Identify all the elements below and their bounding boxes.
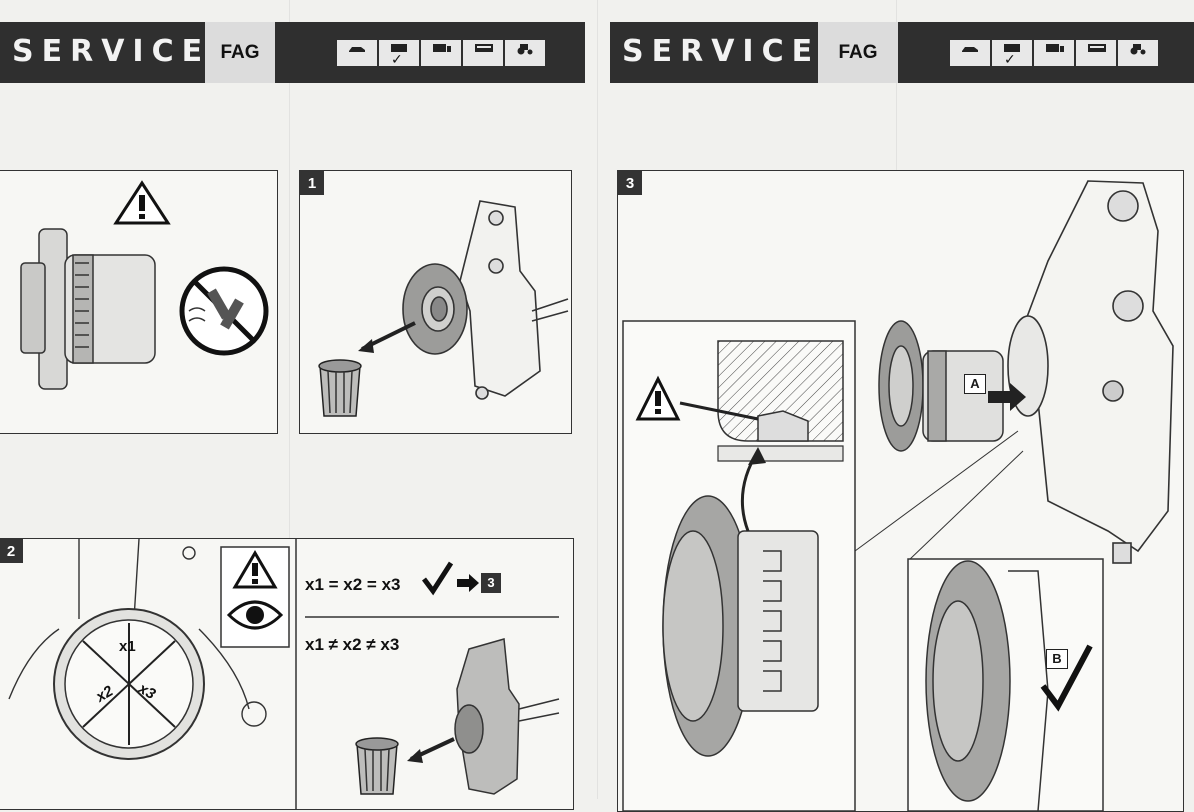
arrow-right-icon (457, 574, 479, 592)
steering-knuckle (1007, 180, 1174, 564)
selected-check-icon: ✓ (1004, 52, 1016, 68)
bus-icon (1076, 40, 1116, 66)
step-1-panel: 1 (299, 170, 572, 434)
measure-label-x2: x2 (92, 682, 116, 706)
step-number-badge: 3 (618, 171, 642, 195)
van-icon: ✓ (992, 40, 1032, 68)
knuckle-replace-illustration (454, 638, 560, 795)
car-icon (950, 40, 990, 66)
measure-label-x1: x1 (119, 638, 136, 655)
goto-step-badge: 3 (481, 573, 501, 593)
no-hammer-icon (179, 266, 269, 356)
measure-arrows (82, 623, 176, 745)
warning-illustration (20, 180, 269, 390)
warning-icon (232, 550, 278, 589)
car-icon (337, 40, 377, 66)
remove-old-bearing-illustration (318, 200, 569, 417)
step-2-panel: 2 x1 x2 x3 (0, 538, 574, 810)
truck-icon (1034, 40, 1074, 66)
trash-bin-icon (355, 737, 399, 795)
vehicle-type-selector: ✓ (337, 40, 545, 68)
checkmark-icon (422, 561, 454, 596)
knuckle-outline (8, 539, 267, 727)
truck-icon (421, 40, 461, 66)
step-number-badge: 1 (300, 171, 324, 195)
label-b: B (1046, 649, 1068, 669)
warning-panel (0, 170, 278, 434)
hub-close-up (662, 495, 819, 757)
warning-icon (113, 180, 171, 225)
equal-condition-text: x1 = x2 = x3 (305, 575, 401, 594)
selected-check-icon: ✓ (391, 52, 403, 68)
warning-icon (635, 375, 681, 421)
step-number-badge: 2 (0, 539, 23, 563)
tractor-icon (1118, 40, 1158, 66)
bus-icon (463, 40, 503, 66)
label-a: A (964, 374, 986, 394)
tractor-icon (505, 40, 545, 66)
step-3-panel: 3 (617, 170, 1184, 812)
brand-logo: FAG (205, 22, 275, 83)
arrow-right-icon (988, 383, 1026, 411)
banner-title: SERVICE (12, 34, 211, 69)
eye-inspect-icon (226, 600, 284, 630)
trash-bin-icon (318, 359, 362, 417)
not-equal-condition-text: x1 ≠ x2 ≠ x3 (305, 635, 400, 654)
installed-bearing-view (925, 560, 1049, 811)
wheel-hub-bearing (878, 320, 1004, 452)
install-bearing-illustration (622, 180, 1174, 811)
brand-logo: FAG (818, 22, 898, 83)
measure-label-x3: x3 (134, 679, 158, 703)
bore-measurement-illustration: x1 x2 x3 (8, 539, 560, 809)
vehicle-type-selector: ✓ (950, 40, 1158, 68)
wheel-hub-flange (402, 263, 468, 355)
left-banner: SERVICE FAG ✓ (0, 22, 585, 83)
van-icon: ✓ (379, 40, 419, 68)
banner-title: SERVICE (622, 34, 821, 69)
checkmark-icon (1040, 644, 1093, 712)
right-banner: SERVICE FAG ✓ (610, 22, 1194, 83)
steering-knuckle (459, 200, 569, 400)
wheel-hub-bearing (20, 228, 156, 390)
